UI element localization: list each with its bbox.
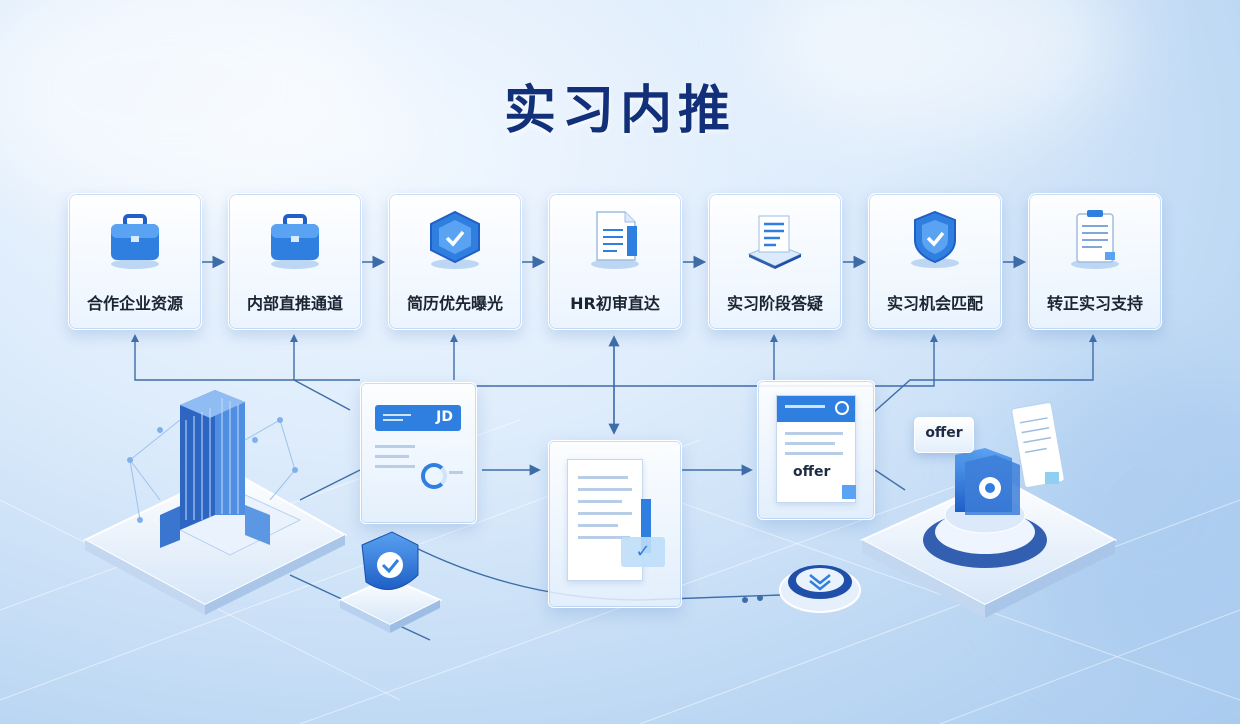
step-label: 内部直推通道	[246, 294, 343, 313]
offer-tag: offer	[914, 417, 974, 453]
step-label: 合作企业资源	[86, 294, 183, 313]
clipboard-icon	[1071, 210, 1119, 269]
step-card-7[interactable]: 转正实习支持	[1028, 193, 1162, 330]
jd-header: JD	[375, 405, 461, 431]
step-card-3[interactable]: 简历优先曝光	[388, 193, 522, 330]
briefcase-icon	[271, 214, 319, 269]
step-label: 转正实习支持	[1046, 294, 1143, 313]
document-stack-icon	[747, 215, 803, 269]
step-label: 简历优先曝光	[406, 294, 503, 313]
page-title: 实习内推	[503, 81, 736, 141]
offer-platform-illustration	[859, 402, 1118, 618]
offer-label: offer	[793, 464, 831, 480]
download-disc-illustration	[779, 565, 861, 613]
step-label: 实习机会匹配	[886, 294, 983, 313]
resume-panel: ✓	[548, 440, 682, 608]
step-card-5[interactable]: 实习阶段答疑	[708, 193, 842, 330]
step-card-4[interactable]: HR初审直达	[548, 193, 682, 330]
shield-badge-icon	[911, 210, 959, 268]
jd-label: JD	[436, 409, 453, 425]
shield-pedestal-illustration	[337, 531, 443, 633]
jd-panel: JD	[360, 382, 477, 524]
step-card-2[interactable]: 内部直推通道	[228, 193, 362, 330]
step-card-6[interactable]: 实习机会匹配	[868, 193, 1002, 330]
step-label: 实习阶段答疑	[726, 294, 823, 313]
step-card-1[interactable]: 合作企业资源	[68, 193, 202, 330]
progress-ring-icon	[421, 463, 447, 489]
briefcase-icon	[111, 214, 159, 269]
step-label: HR初审直达	[570, 294, 660, 313]
document-icon	[591, 211, 639, 269]
building-illustration	[82, 390, 348, 615]
offer-tag-label: offer	[925, 425, 963, 441]
shield-badge-icon	[430, 210, 480, 269]
offer-panel: offer	[757, 380, 875, 520]
check-badge-icon: ✓	[621, 537, 665, 567]
